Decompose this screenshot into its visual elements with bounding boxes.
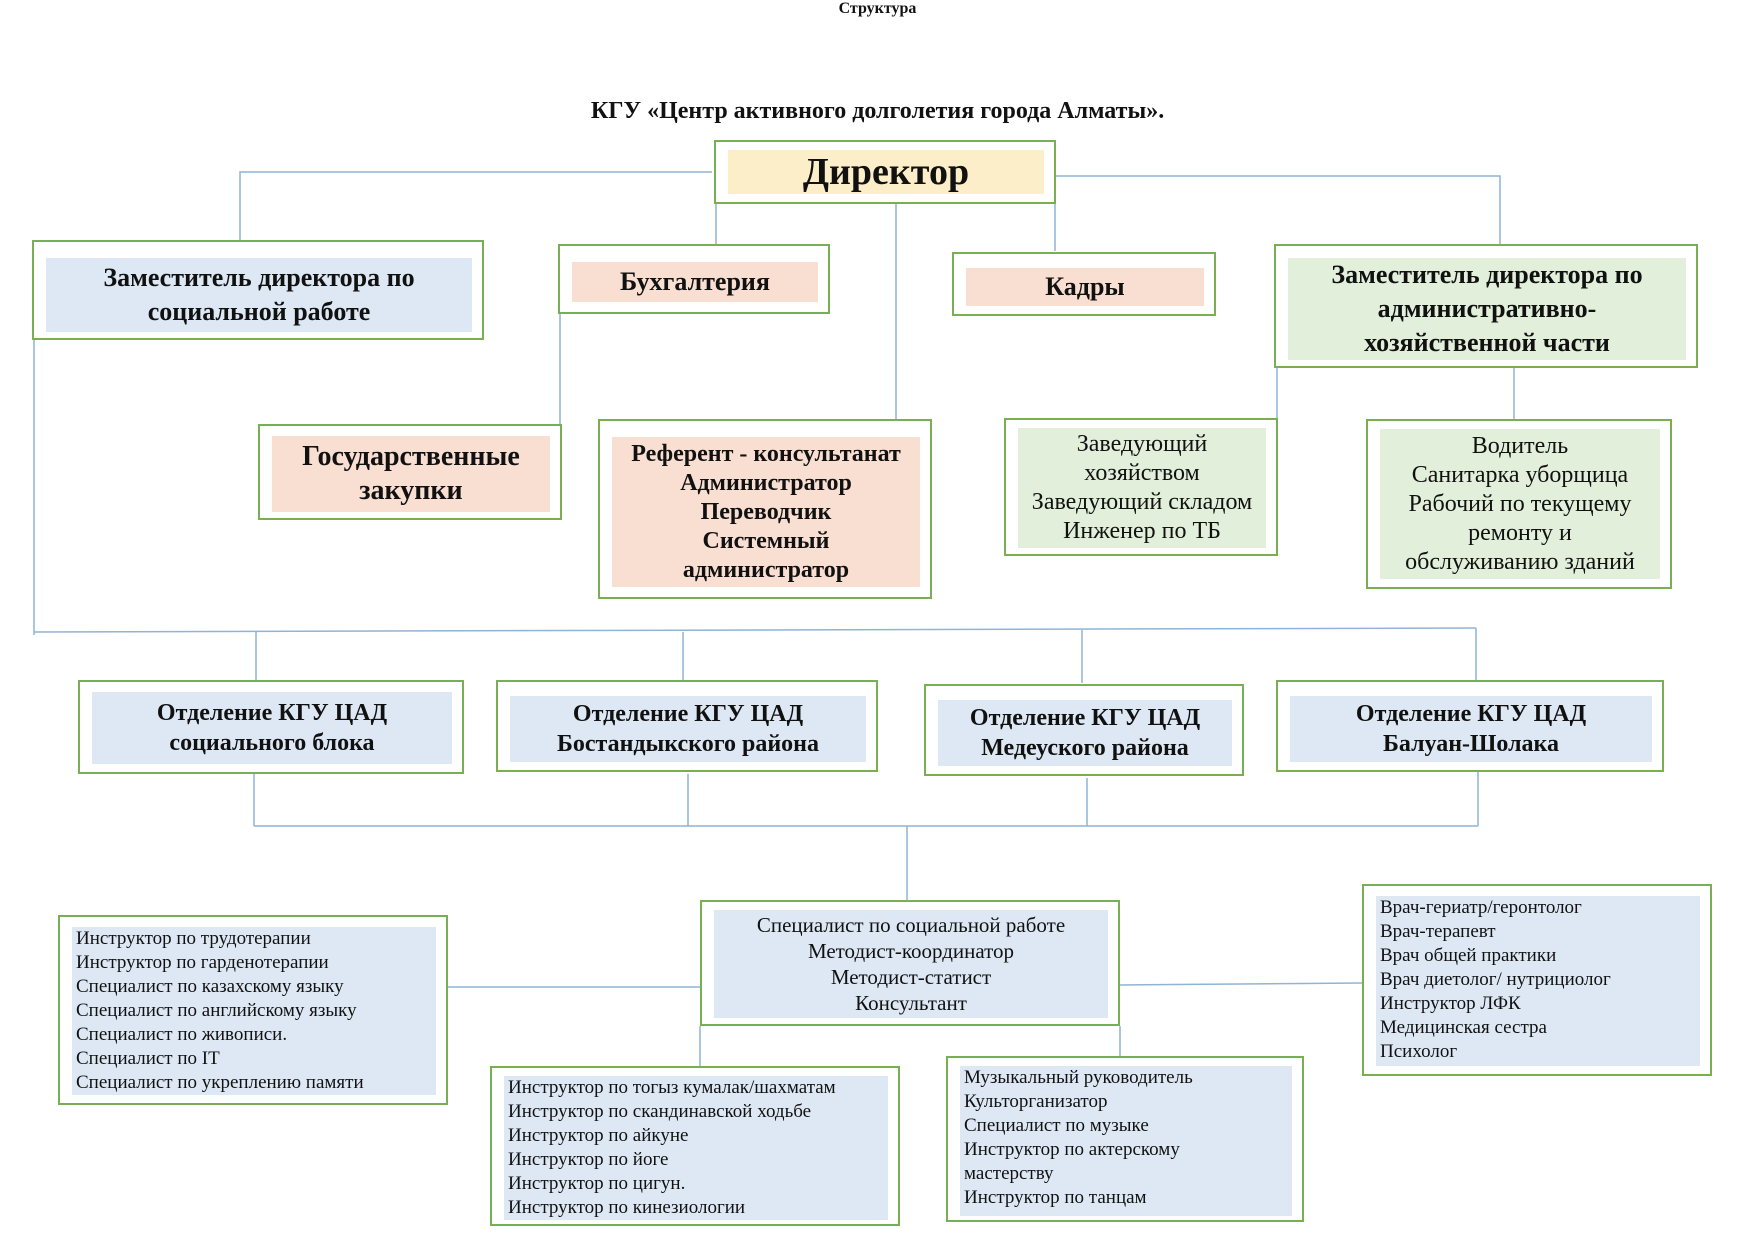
branch-3-line-2: Медеуского района	[981, 735, 1189, 761]
center-line-2: Методист-координатор	[807, 939, 1015, 963]
page-title: Структура	[838, 0, 917, 17]
referent-box: Референт - консультанат Администратор Пе…	[598, 419, 932, 599]
medical-list-item-4: Врач диетолог/ нутрициолог	[1380, 969, 1611, 990]
medical-list-item-3: Врач общей практики	[1380, 945, 1557, 966]
sport-list-item-4: Инструктор по йоге	[508, 1149, 669, 1170]
left-list-item-7: Специалист по укреплению памяти	[76, 1072, 364, 1093]
referent-line-1: Референт - консультанат	[631, 440, 901, 467]
branch-2-line-1: Отделение КГУ ЦАД	[572, 701, 804, 727]
medical-list-item-1: Врач-гериатр/геронтолог	[1380, 897, 1582, 918]
culture-list-item-6: Инструктор по танцам	[964, 1187, 1147, 1208]
household-line-2: хозяйством	[1084, 460, 1200, 486]
driver-line-3: Рабочий по текущему	[1408, 490, 1632, 517]
sport-list-item-5: Инструктор по цигун.	[508, 1173, 686, 1194]
household-line-3: Заведующий складом	[1031, 489, 1253, 515]
branch-1-line-2: социального блока	[169, 730, 375, 756]
accounting-box: Бухгалтерия	[558, 244, 830, 314]
deputy-admin-line-1: Заместитель директора по	[1331, 260, 1643, 289]
procurement-box: Государственные закупки	[258, 424, 562, 520]
deputy-social-line-1: Заместитель директора по	[103, 263, 415, 292]
medical-list-item-5: Инструктор ЛФК	[1380, 993, 1521, 1014]
sport-list-item-1: Инструктор по тогыз кумалак/шахматам	[508, 1077, 836, 1098]
referent-line-4: Системный	[702, 527, 830, 554]
branch-baluan-sholak: Отделение КГУ ЦАД Балуан-Шолака	[1276, 680, 1664, 772]
branch-social-block: Отделение КГУ ЦАД социального блока	[78, 680, 464, 774]
branch-3-line-1: Отделение КГУ ЦАД	[969, 705, 1201, 731]
procurement-line-1: Государственные	[302, 441, 520, 472]
deputy-social-line-2: социальной работе	[147, 297, 371, 326]
driver-line-1: Водитель	[1471, 432, 1569, 459]
sport-list-item-6: Инструктор по кинезиологии	[508, 1197, 746, 1218]
left-list-item-1: Инструктор по трудотерапии	[76, 928, 311, 949]
sport-list-item-2: Инструктор по скандинавской ходьбе	[508, 1101, 812, 1122]
left-list-item-4: Специалист по английскому языку	[76, 1000, 357, 1021]
culture-list-item-1: Музыкальный руководитель	[964, 1067, 1193, 1088]
left-list-item-3: Специалист по казахскому языку	[76, 976, 344, 997]
deputy-admin-line-2: административно-	[1377, 294, 1597, 323]
director-box: Директор	[714, 140, 1056, 204]
center-line-1: Специалист по социальной работе	[756, 913, 1066, 937]
branch-2-line-2: Бостандыкского района	[556, 731, 819, 757]
culture-list-item-3: Специалист по музыке	[964, 1115, 1149, 1136]
medical-list-item-7: Психолог	[1380, 1041, 1458, 1062]
household-line-4: Инженер по ТБ	[1063, 518, 1221, 544]
medical-list-box: Врач-гериатр/геронтолог Врач-терапевт Вр…	[1362, 884, 1712, 1076]
director-label: Директор	[802, 151, 970, 193]
therapy-list-box: Инструктор по трудотерапии Инструктор по…	[58, 915, 448, 1105]
procurement-line-2: закупки	[359, 475, 463, 506]
medical-list-item-6: Медицинская сестра	[1380, 1017, 1547, 1038]
deputy-admin-line-3: хозяйственной части	[1364, 328, 1610, 357]
driver-box: Водитель Санитарка уборщица Рабочий по т…	[1366, 419, 1672, 589]
culture-list-item-2: Культорганизатор	[964, 1091, 1108, 1112]
branch-bostandyk: Отделение КГУ ЦАД Бостандыкского района	[496, 680, 878, 772]
driver-line-5: обслуживанию зданий	[1405, 548, 1635, 575]
hr-box: Кадры	[952, 252, 1216, 316]
branch-medeu: Отделение КГУ ЦАД Медеуского района	[924, 684, 1244, 776]
branch-1-line-1: Отделение КГУ ЦАД	[156, 700, 388, 726]
left-list-item-2: Инструктор по гарденотерапии	[76, 952, 329, 973]
culture-list-item-5: мастерству	[964, 1163, 1054, 1184]
deputy-admin-box: Заместитель директора по административно…	[1274, 244, 1698, 368]
center-line-4: Консультант	[855, 991, 967, 1015]
culture-list-item-4: Инструктор по актерскому	[964, 1139, 1180, 1160]
driver-line-4: ремонту и	[1468, 519, 1572, 546]
driver-line-2: Санитарка уборщица	[1411, 461, 1629, 488]
medical-list-item-2: Врач-терапевт	[1380, 921, 1496, 942]
referent-line-3: Переводчик	[700, 498, 832, 525]
accounting-label: Бухгалтерия	[620, 267, 770, 296]
deputy-social-box: Заместитель директора по социальной рабо…	[32, 240, 484, 340]
sport-list-box: Инструктор по тогыз кумалак/шахматам Инс…	[490, 1066, 900, 1226]
left-list-item-6: Специалист по IT	[76, 1048, 220, 1069]
household-line-1: Заведующий	[1076, 431, 1208, 457]
culture-list-box: Музыкальный руководитель Культорганизато…	[946, 1056, 1304, 1222]
branch-4-line-1: Отделение КГУ ЦАД	[1355, 701, 1587, 727]
left-list-item-5: Специалист по живописи.	[76, 1024, 288, 1045]
sport-list-item-3: Инструктор по айкуне	[508, 1125, 689, 1146]
hr-label: Кадры	[1045, 272, 1125, 301]
referent-line-5: администратор	[682, 556, 850, 583]
center-line-3: Методист-статист	[830, 965, 992, 989]
branch-4-line-2: Балуан-Шолака	[1382, 731, 1559, 757]
specialist-center-box: Специалист по социальной работе Методист…	[700, 900, 1120, 1026]
household-box: Заведующий хозяйством Заведующий складом…	[1004, 418, 1278, 556]
page-subtitle: КГУ «Центр активного долголетия города А…	[590, 98, 1165, 124]
referent-line-2: Администратор	[680, 469, 852, 496]
